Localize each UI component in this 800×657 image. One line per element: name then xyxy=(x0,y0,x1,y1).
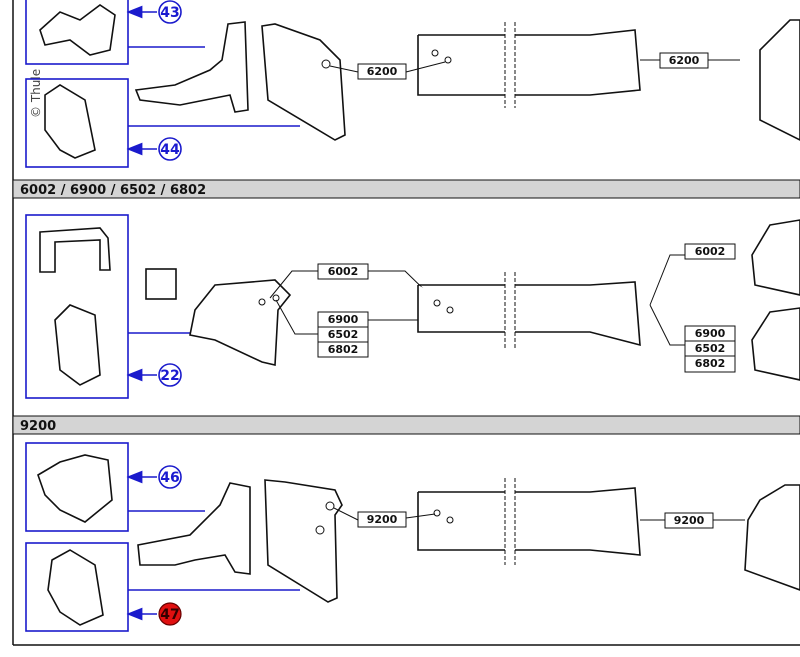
section-6002: 22 6002 6900 6502 6802 6002 6900 6502 68… xyxy=(25,214,800,399)
section-6200: 43 44 6200 6200 xyxy=(25,0,800,168)
callout-47-selected[interactable]: 47 xyxy=(158,602,182,626)
svg-text:47: 47 xyxy=(160,607,179,623)
end-support-icon xyxy=(189,279,292,366)
part-label: 6802 xyxy=(328,343,359,356)
part-box-22[interactable] xyxy=(25,214,129,399)
section-9200: 46 47 9200 9200 xyxy=(25,442,800,632)
callout-44[interactable]: 44 xyxy=(158,137,182,161)
part-label: 9200 xyxy=(674,514,705,527)
foot-part-43-icon xyxy=(39,4,116,56)
section-header-6002: 6002 / 6900 / 6502 / 6802 xyxy=(12,179,800,199)
section-title: 9200 xyxy=(20,419,56,434)
callout-22[interactable]: 22 xyxy=(158,363,182,387)
svg-text:22: 22 xyxy=(160,368,179,384)
bracket-part-icon xyxy=(137,482,251,575)
part-label: 6002 xyxy=(328,265,359,278)
rubber-pad-icon xyxy=(39,227,111,273)
callout-43[interactable]: 43 xyxy=(158,0,182,24)
pad-icon xyxy=(145,268,177,300)
end-cap-right-icon xyxy=(751,307,800,381)
part-label: 6900 xyxy=(328,313,359,326)
bracket-part-icon xyxy=(134,21,249,113)
end-cap-part-icon xyxy=(264,479,343,603)
roof-bar-icon xyxy=(417,281,641,347)
section-header-9200: 9200 xyxy=(12,415,800,435)
label-stack: 6900 6502 6802 xyxy=(317,311,369,358)
part-label: 6200 xyxy=(669,54,700,67)
end-cap-part-icon xyxy=(261,23,346,141)
part-label: 6502 xyxy=(695,342,726,355)
part-label: 6200 xyxy=(367,65,398,78)
part-label: 6002 xyxy=(695,245,726,258)
part-box-43[interactable] xyxy=(25,0,129,65)
svg-text:46: 46 xyxy=(160,470,179,486)
part-box-44[interactable] xyxy=(25,78,129,168)
end-cap-right-icon xyxy=(751,219,800,296)
part-label: 9200 xyxy=(367,513,398,526)
callout-46[interactable]: 46 xyxy=(158,465,182,489)
part-box-46[interactable] xyxy=(25,442,129,532)
part-box-47[interactable] xyxy=(25,542,129,632)
part-label: 6900 xyxy=(695,327,726,340)
foot-part-47-icon xyxy=(47,549,104,626)
svg-text:43: 43 xyxy=(160,5,179,21)
end-cap-right-icon xyxy=(759,19,800,141)
label-stack: 6900 6502 6802 xyxy=(684,325,736,373)
roof-bar-icon xyxy=(417,487,641,556)
part-label: 6502 xyxy=(328,328,359,341)
section-title: 6002 / 6900 / 6502 / 6802 xyxy=(20,183,206,198)
frame xyxy=(12,0,800,646)
foot-part-44-icon xyxy=(44,84,96,159)
end-cap-right-icon xyxy=(744,484,800,591)
roof-bar-icon xyxy=(417,29,641,96)
part-label: 6802 xyxy=(695,357,726,370)
foot-part-22-icon xyxy=(54,304,101,386)
foot-part-46-icon xyxy=(37,454,113,523)
svg-text:44: 44 xyxy=(160,142,180,158)
copyright-text: © Thule xyxy=(29,69,43,118)
